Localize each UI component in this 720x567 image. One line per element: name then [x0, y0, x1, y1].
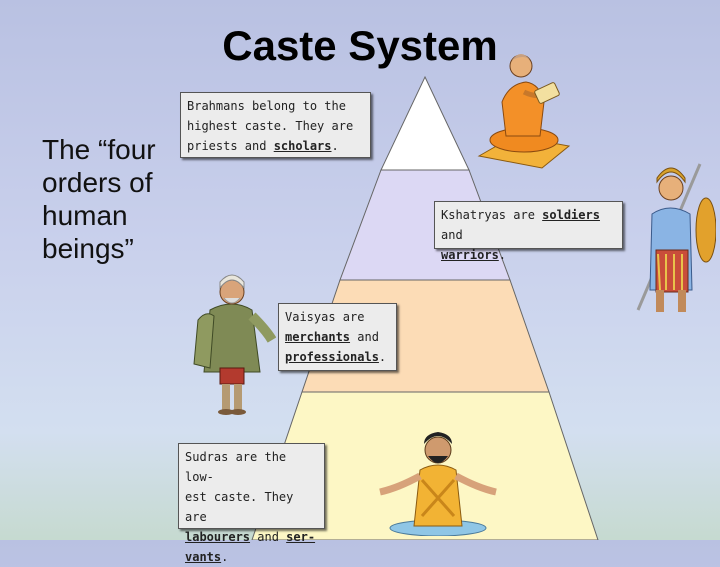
box-line: Brahmans belong to the [187, 96, 364, 116]
box-text: priests and [187, 139, 274, 153]
keyword-servants: ser- [286, 530, 315, 544]
keyword-labourers: labourers [185, 530, 250, 544]
box-line: Kshatryas are soldiers and [441, 205, 616, 245]
box-text: Kshatryas are [441, 208, 542, 222]
vaisyas-info-box: Vaisyas are merchants and professionals. [278, 303, 397, 371]
box-line: warriors. [441, 245, 616, 265]
box-text: . [499, 248, 506, 262]
keyword-scholars: scholars [274, 139, 332, 153]
keyword-merchants: merchants [285, 330, 350, 344]
box-text: and [441, 228, 463, 242]
box-line: merchants and [285, 327, 390, 347]
kshatrya-warrior-icon [630, 158, 716, 318]
pyramid-level-brahmans [381, 77, 469, 170]
box-line: professionals. [285, 347, 390, 367]
box-text: . [332, 139, 339, 153]
sudra-laborer-icon [376, 426, 500, 536]
box-line: vants. [185, 547, 318, 567]
box-line: highest caste. They are [187, 116, 364, 136]
keyword-professionals: professionals [285, 350, 379, 364]
box-text: . [221, 550, 228, 564]
brahmans-info-box: Brahmans belong to the highest caste. Th… [180, 92, 371, 158]
box-line: Vaisyas are [285, 307, 390, 327]
box-text: . [379, 350, 386, 364]
box-line: labourers and ser- [185, 527, 318, 547]
vaisya-merchant-icon [190, 268, 276, 418]
kshatryas-info-box: Kshatryas are soldiers and warriors. [434, 201, 623, 249]
box-line: Sudras are the low- [185, 447, 318, 487]
box-line: est caste. They are [185, 487, 318, 527]
brahman-priest-icon [474, 40, 574, 172]
box-text: and [250, 530, 286, 544]
box-text: and [350, 330, 379, 344]
caste-pyramid [0, 0, 720, 540]
keyword-servants-cont: vants [185, 550, 221, 564]
keyword-soldiers: soldiers [542, 208, 600, 222]
keyword-warriors: warriors [441, 248, 499, 262]
sudras-info-box: Sudras are the low- est caste. They are … [178, 443, 325, 529]
box-line: priests and scholars. [187, 136, 364, 156]
